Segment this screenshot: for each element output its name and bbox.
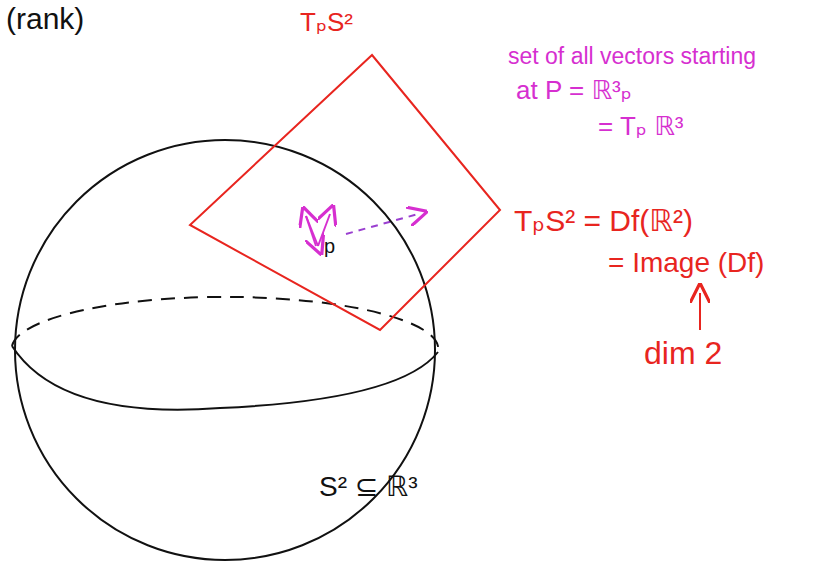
note-text: (rank) xyxy=(6,2,84,35)
plane-label: TₚS² xyxy=(300,8,353,37)
node-text: S² ⊆ ℝ³ xyxy=(319,472,418,503)
normal-vector xyxy=(346,214,418,234)
note-text: = Tₚ ℝ³ xyxy=(598,112,683,141)
note-text: = Image (Df) xyxy=(608,248,764,279)
equator-front xyxy=(12,346,438,410)
sphere-outline-line xyxy=(15,140,435,560)
note-text: TₚS² = Df(ℝ²) xyxy=(514,204,693,237)
note-text: dim 2 xyxy=(644,336,722,371)
tangent-plane-shape xyxy=(188,53,502,332)
sphere-outline: S² ⊆ ℝ³ xyxy=(13,138,437,562)
pointer-arrow xyxy=(699,293,701,330)
note-text: at P = ℝ³ₚ xyxy=(516,76,632,105)
equator-back xyxy=(12,297,438,352)
note-text: set of all vectors starting xyxy=(508,44,756,69)
tangent-vector xyxy=(306,216,318,246)
tangent-plane-line xyxy=(190,55,500,330)
node-text: p xyxy=(324,235,335,257)
tangent-plane: p xyxy=(188,53,502,332)
